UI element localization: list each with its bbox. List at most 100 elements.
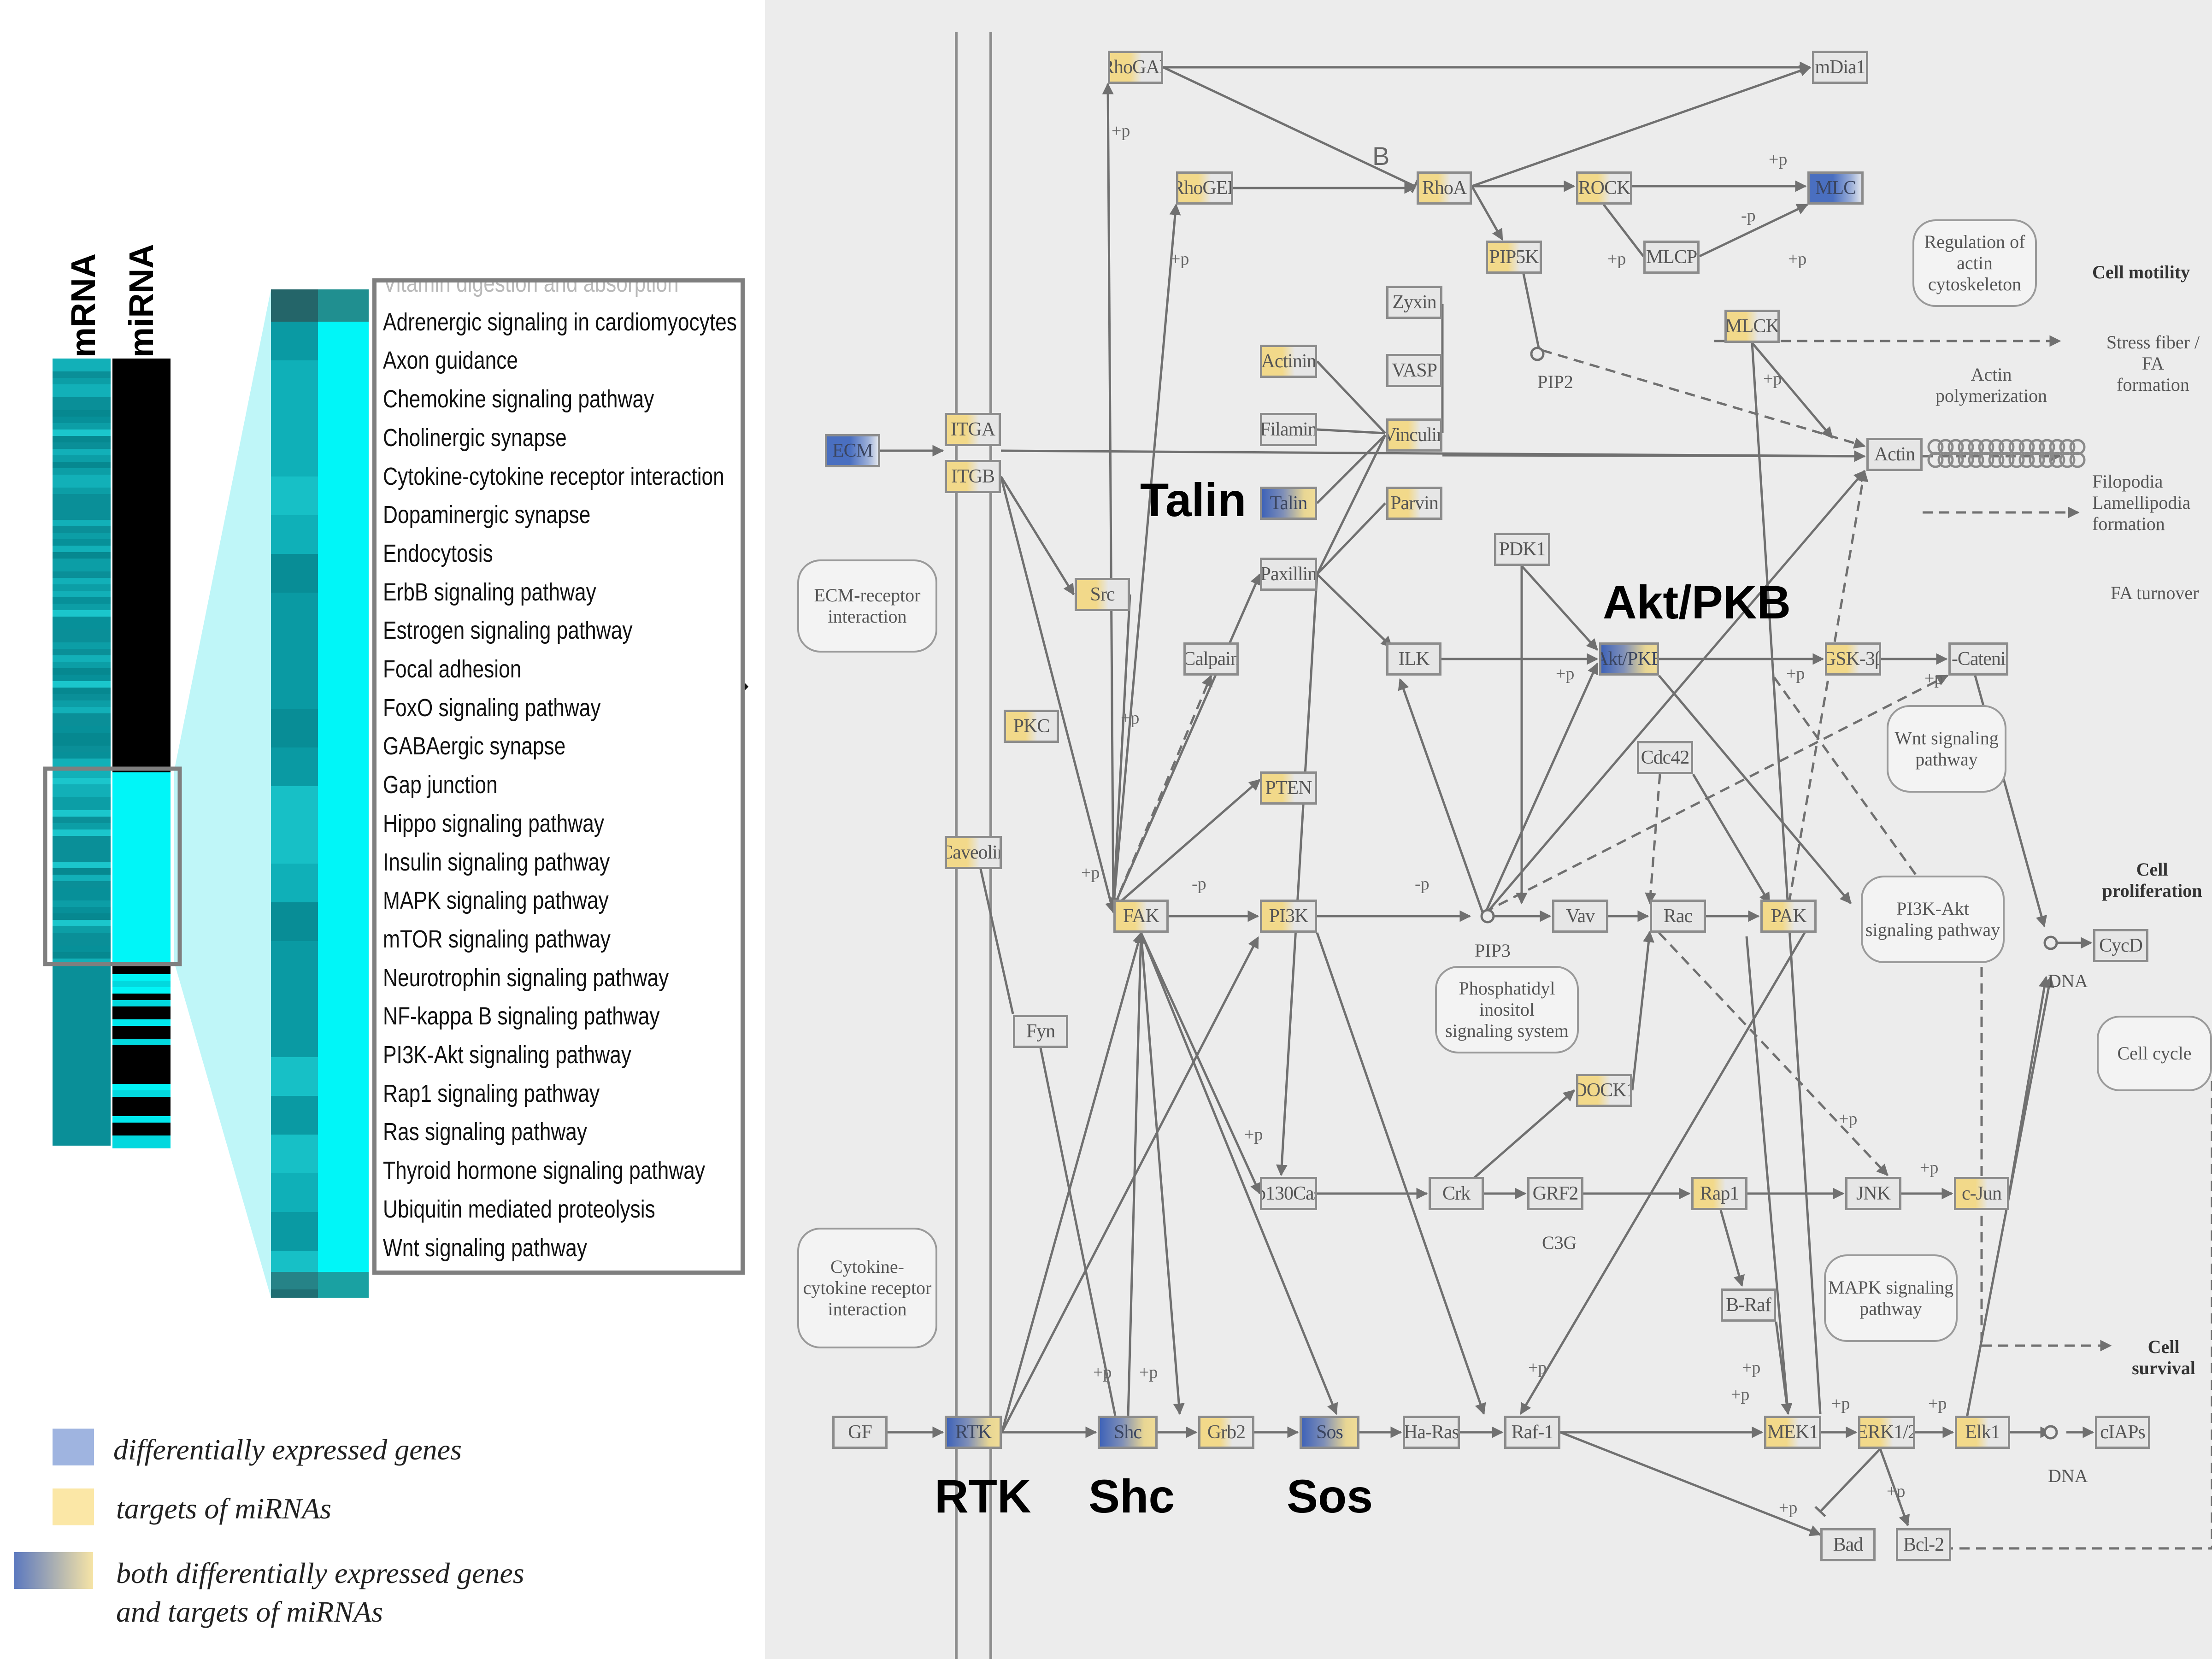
gene-gsk3b[interactable]: GSK-3β — [1825, 642, 1881, 676]
gene-sos[interactable]: Sos — [1300, 1416, 1359, 1449]
pathway-list-item[interactable]: Rap1 signaling pathway — [383, 1079, 600, 1107]
gene-braf[interactable]: B-Raf — [1721, 1288, 1776, 1322]
gene-rock[interactable]: ROCK — [1576, 171, 1632, 205]
highlight-label-rtk: RTK — [935, 1470, 1031, 1523]
gene-rtk[interactable]: RTK — [945, 1416, 1002, 1449]
pathway-list-item[interactable]: FoxO signaling pathway — [383, 694, 601, 722]
pathway-box-cytokine[interactable]: Cytokine- cytokine receptor interaction — [797, 1228, 937, 1348]
gene-aktpkb[interactable]: Akt/PKB — [1599, 642, 1659, 676]
pathway-box-cell-cycle[interactable]: Cell cycle — [2097, 1016, 2212, 1091]
gene-elk1[interactable]: Elk1 — [1955, 1416, 2010, 1449]
pathway-list-item[interactable]: Neurotrophin signaling pathway — [383, 964, 669, 992]
pathway-list-item[interactable]: mTOR signaling pathway — [383, 925, 611, 953]
gene-parvin[interactable]: Parvin — [1386, 487, 1442, 520]
gene-fak[interactable]: FAK — [1113, 900, 1169, 933]
pathway-list-item[interactable]: AGE-RAGE signaling pathway in diabetic c — [383, 1267, 741, 1271]
gene-mlck[interactable]: MLCK — [1724, 310, 1780, 343]
heatmap-cell — [112, 1135, 171, 1142]
gene-rap1[interactable]: Rap1 — [1691, 1177, 1747, 1210]
pathway-list-item[interactable]: Axon guidance — [383, 347, 518, 375]
pathway-box-mapk[interactable]: MAPK signaling pathway — [1824, 1254, 1958, 1342]
pathway-list-item[interactable]: Focal adhesion — [383, 655, 522, 683]
gene-crk[interactable]: Crk — [1429, 1177, 1484, 1210]
gene-mek1[interactable]: MEK1 — [1764, 1416, 1821, 1449]
gene-bad[interactable]: Bad — [1820, 1528, 1876, 1561]
pathway-list-item[interactable]: Ras signaling pathway — [383, 1118, 588, 1146]
pathway-list-item[interactable]: Wnt signaling pathway — [383, 1234, 588, 1262]
pathway-list-item[interactable]: Hippo signaling pathway — [383, 809, 605, 837]
gene-itga[interactable]: ITGA — [945, 413, 1001, 446]
gene-talin[interactable]: Talin — [1260, 487, 1317, 520]
pathway-list-item[interactable]: Estrogen signaling pathway — [383, 617, 633, 645]
pathway-box-wnt[interactable]: Wnt signaling pathway — [1887, 705, 2006, 793]
pathway-list-item[interactable]: Cytokine-cytokine receptor interaction — [383, 462, 724, 490]
gene-ecm[interactable]: ECM — [825, 434, 880, 467]
pathway-list-item[interactable]: NF-kappa B signaling pathway — [383, 1002, 660, 1030]
gene-pten[interactable]: PTEN — [1260, 771, 1317, 805]
gene-mlcp[interactable]: MLCP — [1643, 241, 1700, 274]
gene-bcatenin[interactable]: β-Catenin — [1948, 642, 2008, 676]
pathway-box-pi3k-akt[interactable]: PI3K-Akt signaling pathway — [1861, 876, 2005, 963]
gene-rhogap[interactable]: RhoGAP — [1108, 51, 1163, 84]
gene-gf[interactable]: GF — [832, 1416, 888, 1449]
gene-shc[interactable]: Shc — [1098, 1416, 1158, 1449]
gene-pdk1[interactable]: PDK1 — [1494, 533, 1550, 566]
pathway-list-item[interactable]: GABAergic synapse — [383, 732, 566, 760]
gene-zyxin[interactable]: Zyxin — [1386, 286, 1442, 319]
gene-bcl2[interactable]: Bcl-2 — [1896, 1528, 1951, 1561]
heatmap-cell — [53, 526, 111, 533]
pathway-list-item[interactable]: Gap junction — [383, 771, 498, 799]
pathway-list-item[interactable]: ErbB signaling pathway — [383, 578, 596, 606]
gene-src[interactable]: Src — [1075, 578, 1130, 611]
gene-cjun[interactable]: c-Jun — [1954, 1177, 2009, 1210]
gene-fyn[interactable]: Fyn — [1013, 1015, 1068, 1048]
gene-pkc[interactable]: PKC — [1004, 710, 1059, 743]
gene-mlc[interactable]: MLC — [1807, 171, 1864, 205]
gene-erk12[interactable]: ERK1/2 — [1858, 1416, 1915, 1449]
gene-haras[interactable]: Ha-Ras — [1403, 1416, 1460, 1449]
gene-rhoa[interactable]: RhoA — [1417, 171, 1472, 205]
gene-calpain[interactable]: Calpain — [1183, 642, 1239, 676]
gene-grb2[interactable]: Grb2 — [1198, 1416, 1254, 1449]
gene-pak[interactable]: PAK — [1760, 900, 1817, 933]
gene-cdc42[interactable]: Cdc42 — [1637, 741, 1693, 774]
gene-vinculin[interactable]: Vinculin — [1386, 418, 1442, 452]
gene-mdia1[interactable]: mDia1 — [1812, 51, 1868, 84]
pathway-list-item[interactable]: Thyroid hormone signaling pathway — [383, 1157, 706, 1185]
pathway-edge — [1483, 470, 1865, 917]
gene-filamin[interactable]: Filamin — [1260, 413, 1317, 446]
gene-raf1[interactable]: Raf-1 — [1504, 1416, 1560, 1449]
pathway-box-ecm-receptor[interactable]: ECM-receptor interaction — [797, 559, 937, 653]
gene-ilk[interactable]: ILK — [1386, 642, 1441, 676]
pathway-list-item[interactable]: PI3K-Akt signaling pathway — [383, 1041, 632, 1069]
gene-rhogef[interactable]: RhoGEF — [1176, 171, 1233, 205]
gene-jnk[interactable]: JNK — [1845, 1177, 1901, 1210]
gene-vasp[interactable]: VASP — [1386, 354, 1442, 387]
pathway-box-reg-actin[interactable]: Regulation of actin cytoskeleton — [1912, 219, 2037, 307]
pathway-list-item[interactable]: Dopaminergic synapse — [383, 501, 591, 529]
pathway-list-item[interactable]: Endocytosis — [383, 539, 493, 567]
pathway-list-item[interactable]: Adrenergic signaling in cardiomyocytes — [383, 308, 737, 336]
gene-p130cas[interactable]: p130Cas — [1260, 1177, 1317, 1210]
gene-vav[interactable]: Vav — [1552, 900, 1608, 933]
gene-pip5k[interactable]: PIP5K — [1486, 241, 1542, 274]
pathway-list-item[interactable]: Ubiquitin mediated proteolysis — [383, 1195, 655, 1223]
gene-cycd[interactable]: CycD — [2093, 929, 2148, 962]
pathway-list-item[interactable]: Insulin signaling pathway — [383, 848, 610, 876]
pathway-list-item[interactable]: Chemokine signaling pathway — [383, 385, 654, 413]
pathway-box-phosphatidyl[interactable]: Phosphatidyl inositol signaling system — [1435, 966, 1579, 1053]
gene-ciaps[interactable]: cIAPs — [2095, 1416, 2150, 1449]
gene-rac[interactable]: Rac — [1650, 900, 1706, 933]
gene-paxillin[interactable]: Paxillin — [1260, 558, 1317, 591]
gene-pi3k[interactable]: PI3K — [1260, 900, 1317, 933]
pathway-list-item[interactable]: MAPK signaling pathway — [383, 887, 609, 915]
gene-caveolin[interactable]: Caveolin — [945, 836, 1002, 869]
pathway-list-item[interactable]: Vitamin digestion and absorption — [383, 278, 679, 297]
gene-grf2[interactable]: GRF2 — [1527, 1177, 1583, 1210]
gene-itgb[interactable]: ITGB — [945, 460, 1001, 493]
gene-actinin[interactable]: Actinin — [1260, 345, 1317, 378]
gene-dock1[interactable]: DOCK1 — [1576, 1074, 1632, 1107]
actin-monomer — [1968, 452, 1984, 468]
gene-actin[interactable]: Actin — [1866, 438, 1923, 471]
pathway-list-item[interactable]: Cholinergic synapse — [383, 424, 567, 452]
